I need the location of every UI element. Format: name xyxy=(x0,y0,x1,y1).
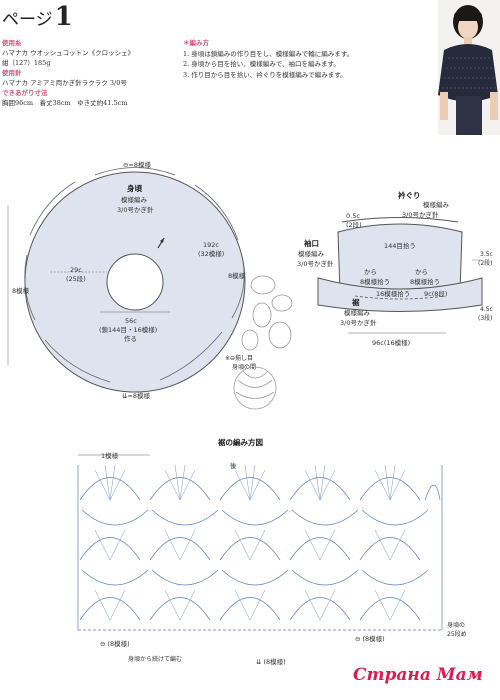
tools-line: ハマナカ アミアミ両かぎ針ラクラク 3/0号 xyxy=(2,79,127,87)
right-rows-2: (3段) xyxy=(478,314,493,322)
step-2: 2. 身頃から目を拾い、模様編みで、袖口を編みます。 xyxy=(183,60,340,68)
cuff-title: 袖口 xyxy=(303,238,319,248)
step-3: 3. 作り目から目を拾い、衿ぐりを模様編みで編みます。 xyxy=(183,70,347,79)
from-pick-2: 8模様拾う xyxy=(410,277,440,286)
yarn-line-2: 紺（127）185g xyxy=(2,59,51,67)
hem-needle: 3/0号かぎ針 xyxy=(340,318,377,327)
inner-rows: (25段) xyxy=(66,274,86,283)
center-mark: 後 xyxy=(230,461,237,470)
neck-pick: 144目拾う xyxy=(384,241,416,250)
neck-rows: (2段) xyxy=(346,220,362,229)
stitch-chart xyxy=(77,465,443,631)
page-title: ページ1 xyxy=(2,2,73,32)
neck-pattern: 模様編み xyxy=(423,200,450,209)
hem-title: 裾 xyxy=(352,297,360,307)
repeat-label: 1模様 xyxy=(101,451,119,460)
hem-width: 96c(16模様) xyxy=(372,338,410,347)
outer-circumference: 192c xyxy=(203,241,219,249)
cactus-decoration xyxy=(241,275,293,351)
side-fan-diagram xyxy=(317,217,483,334)
tools-heading: 使用針 xyxy=(2,69,22,77)
circle-note-2: 身頃の間 xyxy=(232,363,256,371)
pattern-title: 裾の編み方図 xyxy=(218,437,263,447)
pattern-side-note-2: 25段め xyxy=(447,630,467,638)
hem-pick: 16模様拾う xyxy=(376,289,410,298)
from-pick-1: 8模様拾う xyxy=(360,277,390,286)
hem-pattern: 模様編み xyxy=(344,308,371,317)
body-title: 身頃 xyxy=(127,183,142,193)
circle-note-1: ※⊖揃し目 xyxy=(225,354,253,362)
outer-rows: (32模様) xyxy=(198,249,224,258)
chain-detail: (鎖144目・16模様) xyxy=(99,325,157,334)
pattern-bottom-right: ⊖ (8模様) xyxy=(355,634,385,643)
right-c1: 3.5c xyxy=(480,251,493,258)
steps-heading: ＊編み方 xyxy=(183,39,209,47)
neck-c: 0.5c xyxy=(346,212,360,220)
body-needle: 3/0号かぎ針 xyxy=(117,205,154,214)
yarn-ball-icon xyxy=(233,366,277,410)
c9-label: 9c(8段) xyxy=(424,289,447,298)
neck-needle: 3/0号かぎ針 xyxy=(402,210,439,219)
site-watermark: Страна Мам xyxy=(353,665,483,685)
model-photo xyxy=(438,0,500,135)
cuff-pattern: 模様編み xyxy=(298,249,325,258)
yarn-line-1: ハマナカ ウオッシュコットン《クロッシェ》 xyxy=(2,49,135,57)
chain-make: 作る xyxy=(124,334,137,343)
step-1: 1. 身頃は鎖編みの作り目をし、模様編みで輪に編みます。 xyxy=(183,49,354,58)
yarn-heading: 使用糸 xyxy=(2,39,22,47)
cuff-needle: 3/0号かぎ針 xyxy=(297,259,334,268)
body-circle-diagram xyxy=(7,167,246,393)
size-heading: できあがり寸法 xyxy=(2,89,48,97)
inner-radius: 29c xyxy=(70,266,82,274)
from-label-2: から xyxy=(415,268,428,276)
pattern-note-left: 身頃から続けて編む xyxy=(128,655,182,663)
right-rows-1: (2段) xyxy=(478,259,493,267)
from-label-1: から xyxy=(364,268,377,276)
page-number: 1 xyxy=(54,2,73,32)
instructions-block: ＊編み方 1. 身頃は鎖編みの作り目をし、模様編みで輪に編みます。 2. 身頃か… xyxy=(183,38,413,80)
circle-right-mark: 8模様 xyxy=(228,271,246,280)
circle-top-label: ⊖=8模様 xyxy=(123,160,152,169)
pattern-bottom-mid: ⇊ (8模様) xyxy=(256,657,286,666)
page-title-prefix: ページ xyxy=(2,10,53,30)
stitch-fan-ribs xyxy=(94,464,406,621)
pattern-bottom-left: ⊖ (8模様) xyxy=(100,639,130,648)
circle-bottom-label: ⇊=8模様 xyxy=(122,391,151,400)
pattern-side-note-1: 身頃の xyxy=(447,621,465,629)
size-line: 胸囲96cm 着丈38cm ゆき丈約41.5cm xyxy=(2,99,128,107)
materials-block: 使用糸 ハマナカ ウオッシュコットン《クロッシェ》 紺（127）185g 使用針… xyxy=(2,38,177,108)
chain-count: 56c xyxy=(125,317,137,325)
right-c2: 4.5c xyxy=(480,306,493,313)
neck-title: 衿ぐり xyxy=(398,190,421,200)
circle-left-label: 8模様 xyxy=(12,286,30,295)
body-pattern: 模様編み xyxy=(121,195,148,204)
